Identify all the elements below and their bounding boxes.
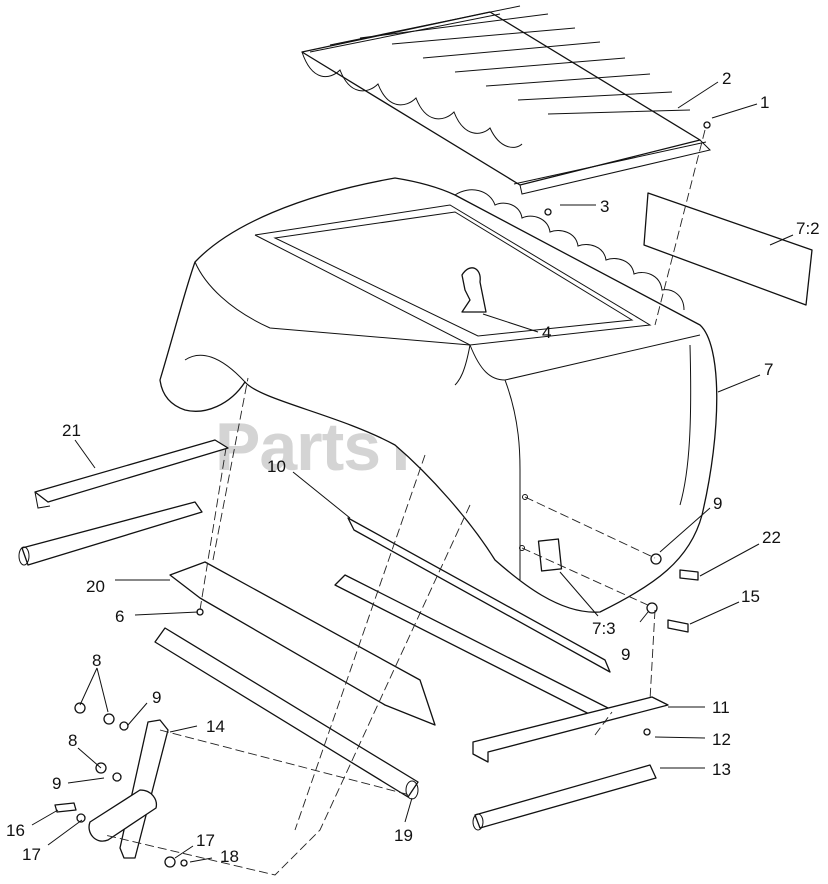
callout-1: 1: [760, 93, 769, 112]
callout-17b: 17: [196, 831, 215, 850]
callout-11: 11: [712, 698, 730, 717]
callout-12: 12: [712, 730, 731, 749]
callout-16: 16: [6, 821, 25, 840]
callout-18: 18: [220, 847, 239, 866]
callout-7: 7: [764, 360, 773, 379]
callout-7-3: 7:3: [592, 619, 616, 638]
callout-10: 10: [267, 457, 286, 476]
callout-21: 21: [62, 421, 81, 440]
callout-22: 22: [762, 528, 781, 547]
callout-14: 14: [206, 717, 225, 736]
long-trim-part: [154, 627, 419, 800]
hood-body-part: [159, 177, 718, 613]
assembly-lines: [104, 129, 706, 876]
left-trim-part: [18, 501, 203, 566]
callout-9c: 9: [152, 688, 161, 707]
vertical-plate-part: [119, 719, 169, 859]
callout-6: 6: [115, 607, 124, 626]
pivot-link-part: [88, 789, 158, 842]
callout-19: 19: [394, 826, 413, 845]
callout-7-2: 7:2: [796, 219, 820, 238]
decal-part: [643, 192, 813, 306]
callout-15: 15: [741, 587, 760, 606]
callout-9b: 9: [621, 645, 630, 664]
callout-17a: 17: [22, 845, 41, 864]
callout-9a: 9: [713, 494, 722, 513]
latch-part: [461, 267, 487, 313]
corrugated-panel-part: [301, 5, 711, 195]
callout-13: 13: [712, 760, 731, 779]
front-bracket-part: [169, 561, 436, 726]
left-bracket-part: [34, 439, 229, 509]
callout-9d: 9: [52, 774, 61, 793]
center-bracket-part: [347, 517, 611, 673]
right-bracket-part: [472, 696, 669, 763]
callout-2: 2: [722, 69, 731, 88]
callout-3: 3: [600, 197, 609, 216]
callout-8a: 8: [92, 651, 101, 670]
callout-labels: 1 2 3 7:2 4 7 21 10 9 22 20 15 6 7:3 9 8…: [6, 69, 820, 866]
callout-8b: 8: [68, 731, 77, 750]
right-trim-part: [472, 764, 657, 831]
leader-lines: [31, 81, 794, 863]
callout-20: 20: [86, 577, 105, 596]
callout-4: 4: [542, 323, 551, 342]
